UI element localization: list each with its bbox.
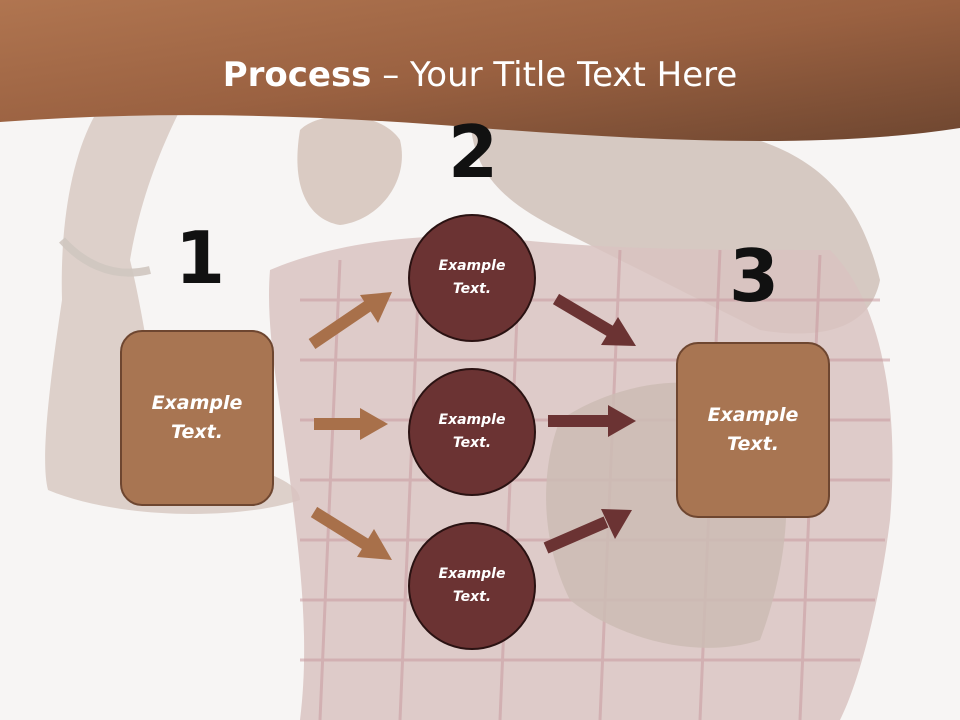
arrow-left-to-top	[308, 292, 392, 349]
output-box-text: Example Text.	[707, 404, 799, 455]
step-number-1: 1	[174, 216, 226, 300]
arrow-left-to-middle	[314, 408, 388, 440]
process-circle-middle: Example Text.	[408, 368, 536, 496]
arrow-bottom-to-right	[543, 509, 632, 554]
page-title: Process – Your Title Text Here	[0, 52, 960, 98]
input-box-text: Example Text.	[151, 392, 243, 443]
arrow-left-to-bottom	[310, 506, 392, 560]
process-circle-bottom-text: Example Text.	[438, 566, 506, 605]
process-circle-top-text: Example Text.	[438, 258, 506, 297]
step-number-2: 2	[447, 110, 499, 194]
step-number-3: 3	[728, 234, 780, 318]
process-circle-middle-text: Example Text.	[438, 412, 506, 451]
process-circle-top: Example Text.	[408, 214, 536, 342]
title-bold: Process	[222, 55, 372, 95]
input-box: Example Text.	[120, 330, 274, 506]
process-circle-bottom: Example Text.	[408, 522, 536, 650]
arrow-top-to-right	[552, 293, 636, 346]
title-rest: – Your Title Text Here	[371, 55, 738, 95]
arrow-middle-to-right	[548, 405, 636, 437]
output-box: Example Text.	[676, 342, 830, 518]
